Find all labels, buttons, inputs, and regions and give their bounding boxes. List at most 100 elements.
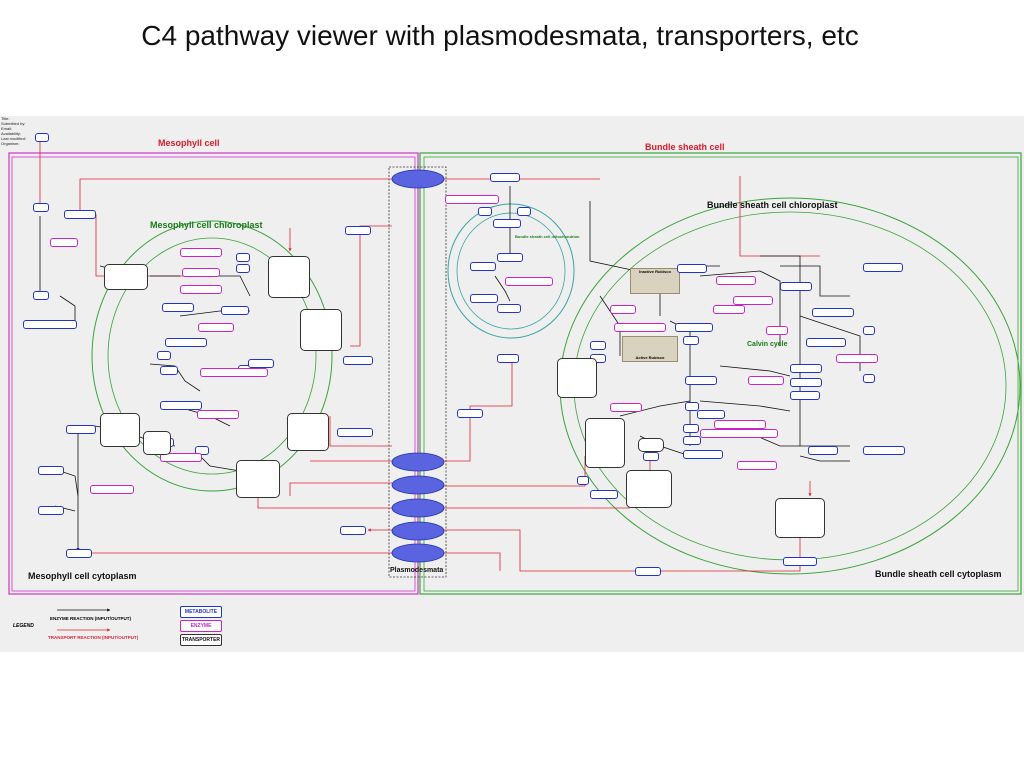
metabolite-node	[590, 490, 618, 499]
transporter-top	[391, 169, 445, 189]
metabolite-node	[697, 410, 725, 419]
metabolite-node	[478, 207, 492, 216]
metabolite-node	[517, 207, 531, 216]
legend-transport-reaction: TRANSPORT REACTION (INPUT/OUTPUT)	[48, 635, 139, 640]
transporter-4	[391, 521, 445, 541]
metabolite-node	[236, 264, 250, 273]
metabolite-node	[683, 436, 701, 445]
enzyme-node	[737, 461, 777, 470]
metabolite-node	[195, 446, 209, 455]
mitochondrion-label: Bundle sheath cell mitochondrion	[515, 234, 580, 239]
complex-box	[268, 256, 310, 298]
metabolite-node	[221, 306, 249, 315]
metabolite-node	[683, 336, 699, 345]
bs-cytoplasm-label: Bundle sheath cell cytoplasm	[875, 569, 1002, 579]
complex-box	[236, 460, 280, 498]
active-rubisco-label: Active Rubisco	[635, 355, 665, 360]
metabolite-node	[497, 253, 523, 262]
metabolite-node	[677, 264, 707, 273]
legend-enzyme-reaction: ENZYME REACTION (INPUT/OUTPUT)	[50, 616, 131, 621]
slide-title: C4 pathway viewer with plasmodesmata, tr…	[141, 20, 859, 51]
metabolite-node	[470, 294, 498, 303]
metabolite-node	[343, 356, 373, 365]
complex-box	[300, 309, 342, 351]
metabolite-node	[863, 263, 903, 272]
inactive-rubisco-panel: Inactive Rubisco	[630, 268, 680, 294]
enzyme-node	[505, 277, 553, 286]
transporter-1	[391, 452, 445, 472]
metabolite-node	[863, 374, 875, 383]
transporter-3	[391, 498, 445, 518]
metabolite-node	[683, 424, 699, 433]
metabolite-node	[160, 401, 202, 410]
enzyme-node	[182, 268, 220, 277]
enzyme-node	[610, 305, 636, 314]
enzyme-node	[445, 195, 499, 204]
metabolite-node	[780, 282, 812, 291]
header-info-title: Title:	[1, 116, 10, 121]
mesophyll-chloroplast-label: Mesophyll cell chloroplast	[150, 220, 263, 230]
legend-enzyme: ENZYME	[180, 620, 222, 632]
complex-box	[775, 498, 825, 538]
inactive-rubisco-label: Inactive Rubisco	[639, 269, 671, 274]
metabolite-node	[590, 341, 606, 350]
metabolite-node	[470, 262, 496, 271]
plasmodesmata-label: Plasmodesmata	[390, 567, 444, 574]
enzyme-node	[610, 403, 642, 412]
calvin-cycle-label: Calvin cycle	[747, 341, 788, 348]
enzyme-node	[198, 323, 234, 332]
enzyme-node	[714, 420, 766, 429]
complex-box	[626, 470, 672, 508]
metabolite-node	[643, 452, 659, 461]
active-rubisco-panel: Active Rubisco	[622, 336, 678, 362]
metabolite-node	[812, 308, 854, 317]
metabolite-node	[863, 446, 905, 455]
metabolite-node	[635, 567, 661, 576]
metabolite-node	[248, 359, 274, 368]
enzyme-node	[90, 485, 134, 494]
metabolite-node	[790, 378, 822, 387]
metabolite-node	[457, 409, 483, 418]
complex-box	[100, 413, 140, 447]
transporter-2	[391, 475, 445, 495]
enzyme-node	[836, 354, 878, 363]
enzyme-node	[50, 238, 78, 247]
mesophyll-chloroplast-outer	[91, 220, 333, 492]
mitochondrion-outer	[447, 203, 575, 339]
complex-box	[557, 358, 597, 398]
transporter-5	[391, 543, 445, 563]
enzyme-node	[733, 296, 773, 305]
metabolite-node	[806, 338, 846, 347]
metabolite-node	[490, 173, 520, 182]
pathway-canvas: Title: Submitted by: Email: Availability…	[0, 116, 1024, 652]
metabolite-node	[685, 402, 699, 411]
pathway-diagram	[8, 136, 1022, 632]
legend-title: LEGEND	[13, 623, 34, 629]
header-info-availability: Availability:	[1, 131, 21, 136]
metabolite-node	[33, 291, 49, 300]
metabolite-node	[162, 303, 194, 312]
header-info-email: Email:	[1, 126, 13, 131]
metabolite-node	[236, 253, 250, 262]
header-info-submitted: Submitted by:	[1, 121, 26, 126]
complex-box	[143, 431, 171, 455]
metabolite-node	[497, 304, 521, 313]
complex-box	[638, 438, 664, 452]
metabolite-node	[685, 376, 717, 385]
metabolite-node	[38, 506, 64, 515]
metabolite-node	[783, 557, 817, 566]
metabolite-node	[165, 338, 207, 347]
metabolite-node	[66, 549, 92, 558]
enzyme-node	[180, 248, 222, 257]
plasmodesmata-region	[388, 166, 447, 578]
header-info-organism: Organism:	[1, 141, 20, 146]
metabolite-node	[337, 428, 373, 437]
metabolite-node	[790, 391, 820, 400]
enzyme-node	[716, 276, 756, 285]
mesophyll-cell-border	[8, 152, 419, 595]
bs-chloroplast-label: Bundle sheath cell chloroplast	[707, 200, 838, 210]
complex-box	[585, 418, 625, 468]
metabolite-node	[23, 320, 77, 329]
metabolite-node	[497, 354, 519, 363]
bundle-sheath-cell-border	[419, 152, 1022, 595]
